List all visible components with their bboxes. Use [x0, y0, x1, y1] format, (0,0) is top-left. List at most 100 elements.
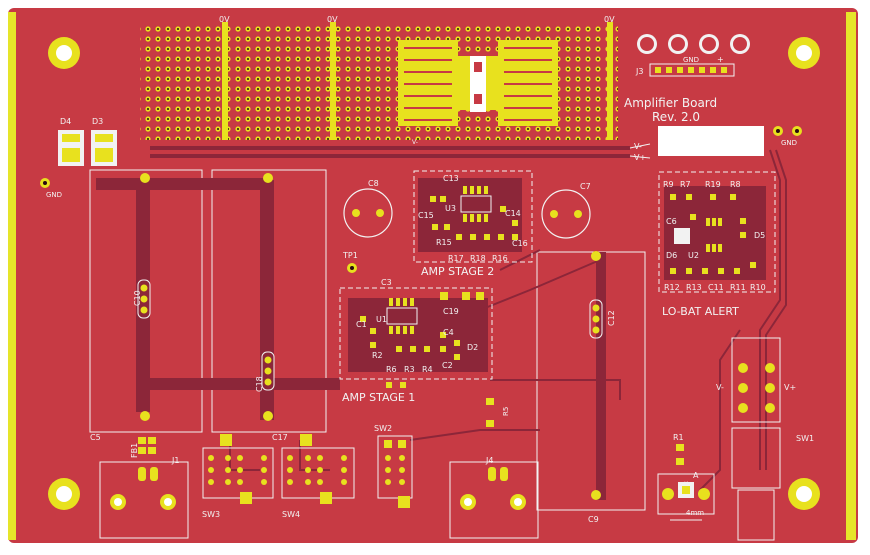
- c4-label: C4: [443, 328, 454, 337]
- u1-label: U1: [376, 315, 387, 324]
- amp-stage-2-box: [413, 170, 533, 263]
- c16-label: C16: [512, 239, 528, 248]
- mounting-hole: [48, 478, 80, 510]
- lo-bat-title: LO-BAT ALERT: [662, 305, 739, 318]
- led-indicator: [657, 473, 715, 521]
- c17-label: C17: [272, 433, 288, 442]
- r7-label: R7: [680, 180, 691, 189]
- jack-j1: [99, 461, 189, 539]
- switch-sw3: [202, 434, 274, 504]
- amp-stage-1-pads: [360, 292, 484, 388]
- amp-stage-1-box: [339, 287, 493, 380]
- sw2-label: SW2: [374, 424, 392, 433]
- copper-pour: [150, 178, 270, 190]
- r6-label: R6: [386, 365, 397, 374]
- zero-v-label: 0V: [327, 15, 338, 24]
- r16-label: R16: [492, 254, 508, 263]
- v-small-label: V-: [412, 139, 418, 146]
- c3-label: C3: [381, 278, 392, 287]
- mounting-hole: [788, 37, 820, 69]
- c12-label: C12: [607, 310, 616, 326]
- amp-stage-2-title: AMP STAGE 2: [421, 265, 494, 278]
- label-area: [658, 126, 764, 156]
- copper-pour: [140, 378, 340, 390]
- gnd-testpoint: [773, 126, 802, 136]
- copper-pour: [96, 178, 150, 412]
- gnd-label: GND: [46, 191, 62, 199]
- led-a-label: A: [693, 471, 699, 480]
- resistor-r5: [486, 398, 494, 427]
- c14-label: C14: [505, 209, 521, 218]
- tp1-label: TP1: [342, 251, 358, 260]
- diode-d4: [58, 130, 84, 166]
- c1-label: C1: [356, 320, 367, 329]
- switch-sw1: [731, 337, 781, 541]
- bigcap-pads: [140, 173, 601, 500]
- r19-label: R19: [705, 180, 721, 189]
- cap-c7: [541, 189, 591, 239]
- gnd-testpoint: [40, 178, 50, 188]
- d5-label: D5: [754, 231, 765, 240]
- u2-label: U2: [688, 251, 699, 260]
- amp-stage-1-title: AMP STAGE 1: [342, 391, 415, 404]
- sw1-vminus-label: V-: [716, 383, 724, 392]
- c11-label: C11: [708, 283, 724, 292]
- zero-v-label: 0V: [604, 15, 615, 24]
- sw1-vplus-label: V+: [784, 383, 796, 392]
- j3-plus-label: +: [717, 55, 724, 64]
- soic-breakout: [398, 40, 558, 126]
- switch-sw4: [281, 434, 355, 504]
- r13-label: R13: [686, 283, 702, 292]
- board-title: Amplifier Board: [624, 96, 717, 110]
- board-revision: Rev. 2.0: [652, 110, 700, 124]
- sw3-label: SW3: [202, 510, 220, 519]
- c7-label: C7: [580, 182, 591, 191]
- tp1: [347, 263, 357, 273]
- right-edge-connector: [846, 12, 856, 540]
- u3-label: U3: [445, 204, 456, 213]
- r1-label: R1: [673, 433, 684, 442]
- c5-label: C5: [90, 433, 101, 442]
- d4-label: D4: [60, 117, 71, 126]
- switch-sw2: [377, 435, 413, 508]
- c10-label: C10: [133, 290, 142, 306]
- r18-label: R18: [470, 254, 486, 263]
- cap-c10: [137, 279, 151, 319]
- r17-label: R17: [448, 254, 464, 263]
- c2-label: C2: [442, 361, 453, 370]
- lo-bat-pads: [670, 194, 756, 274]
- proto-rail: [330, 22, 336, 140]
- c17-outline: [211, 169, 327, 433]
- c18-label: C18: [255, 376, 264, 392]
- j3-header: [637, 34, 750, 77]
- r8-label: R8: [730, 180, 741, 189]
- sw1-label: SW1: [796, 434, 814, 443]
- cap-c18: [261, 351, 275, 391]
- c5-outline: [89, 169, 203, 433]
- c8-label: C8: [368, 179, 379, 188]
- c9-label: C9: [588, 515, 599, 524]
- c6-label: C6: [666, 217, 677, 226]
- copper-pour: [664, 186, 766, 280]
- d2-label: D2: [467, 343, 478, 352]
- r9-label: R9: [663, 180, 674, 189]
- j4-label: J4: [485, 456, 493, 465]
- proto-rail: [222, 22, 228, 140]
- r10-label: R10: [750, 283, 766, 292]
- v-minus-rail-label: V-: [634, 142, 642, 151]
- dimension-label: 4mm: [686, 509, 704, 517]
- r15-label: R15: [436, 238, 452, 247]
- c13-label: C13: [443, 174, 459, 183]
- v-plus-rail-label: V+: [634, 153, 646, 162]
- copper-pour: [348, 298, 488, 372]
- r12-label: R12: [664, 283, 680, 292]
- copper-trace: [596, 252, 606, 500]
- diode-d3: [91, 130, 117, 166]
- r3-label: R3: [404, 365, 415, 374]
- mounting-hole: [788, 478, 820, 510]
- proto-rail: [607, 22, 613, 140]
- jack-j4: [449, 461, 539, 539]
- amp-stage-2-pads: [430, 186, 518, 240]
- lo-bat-box: [658, 171, 776, 293]
